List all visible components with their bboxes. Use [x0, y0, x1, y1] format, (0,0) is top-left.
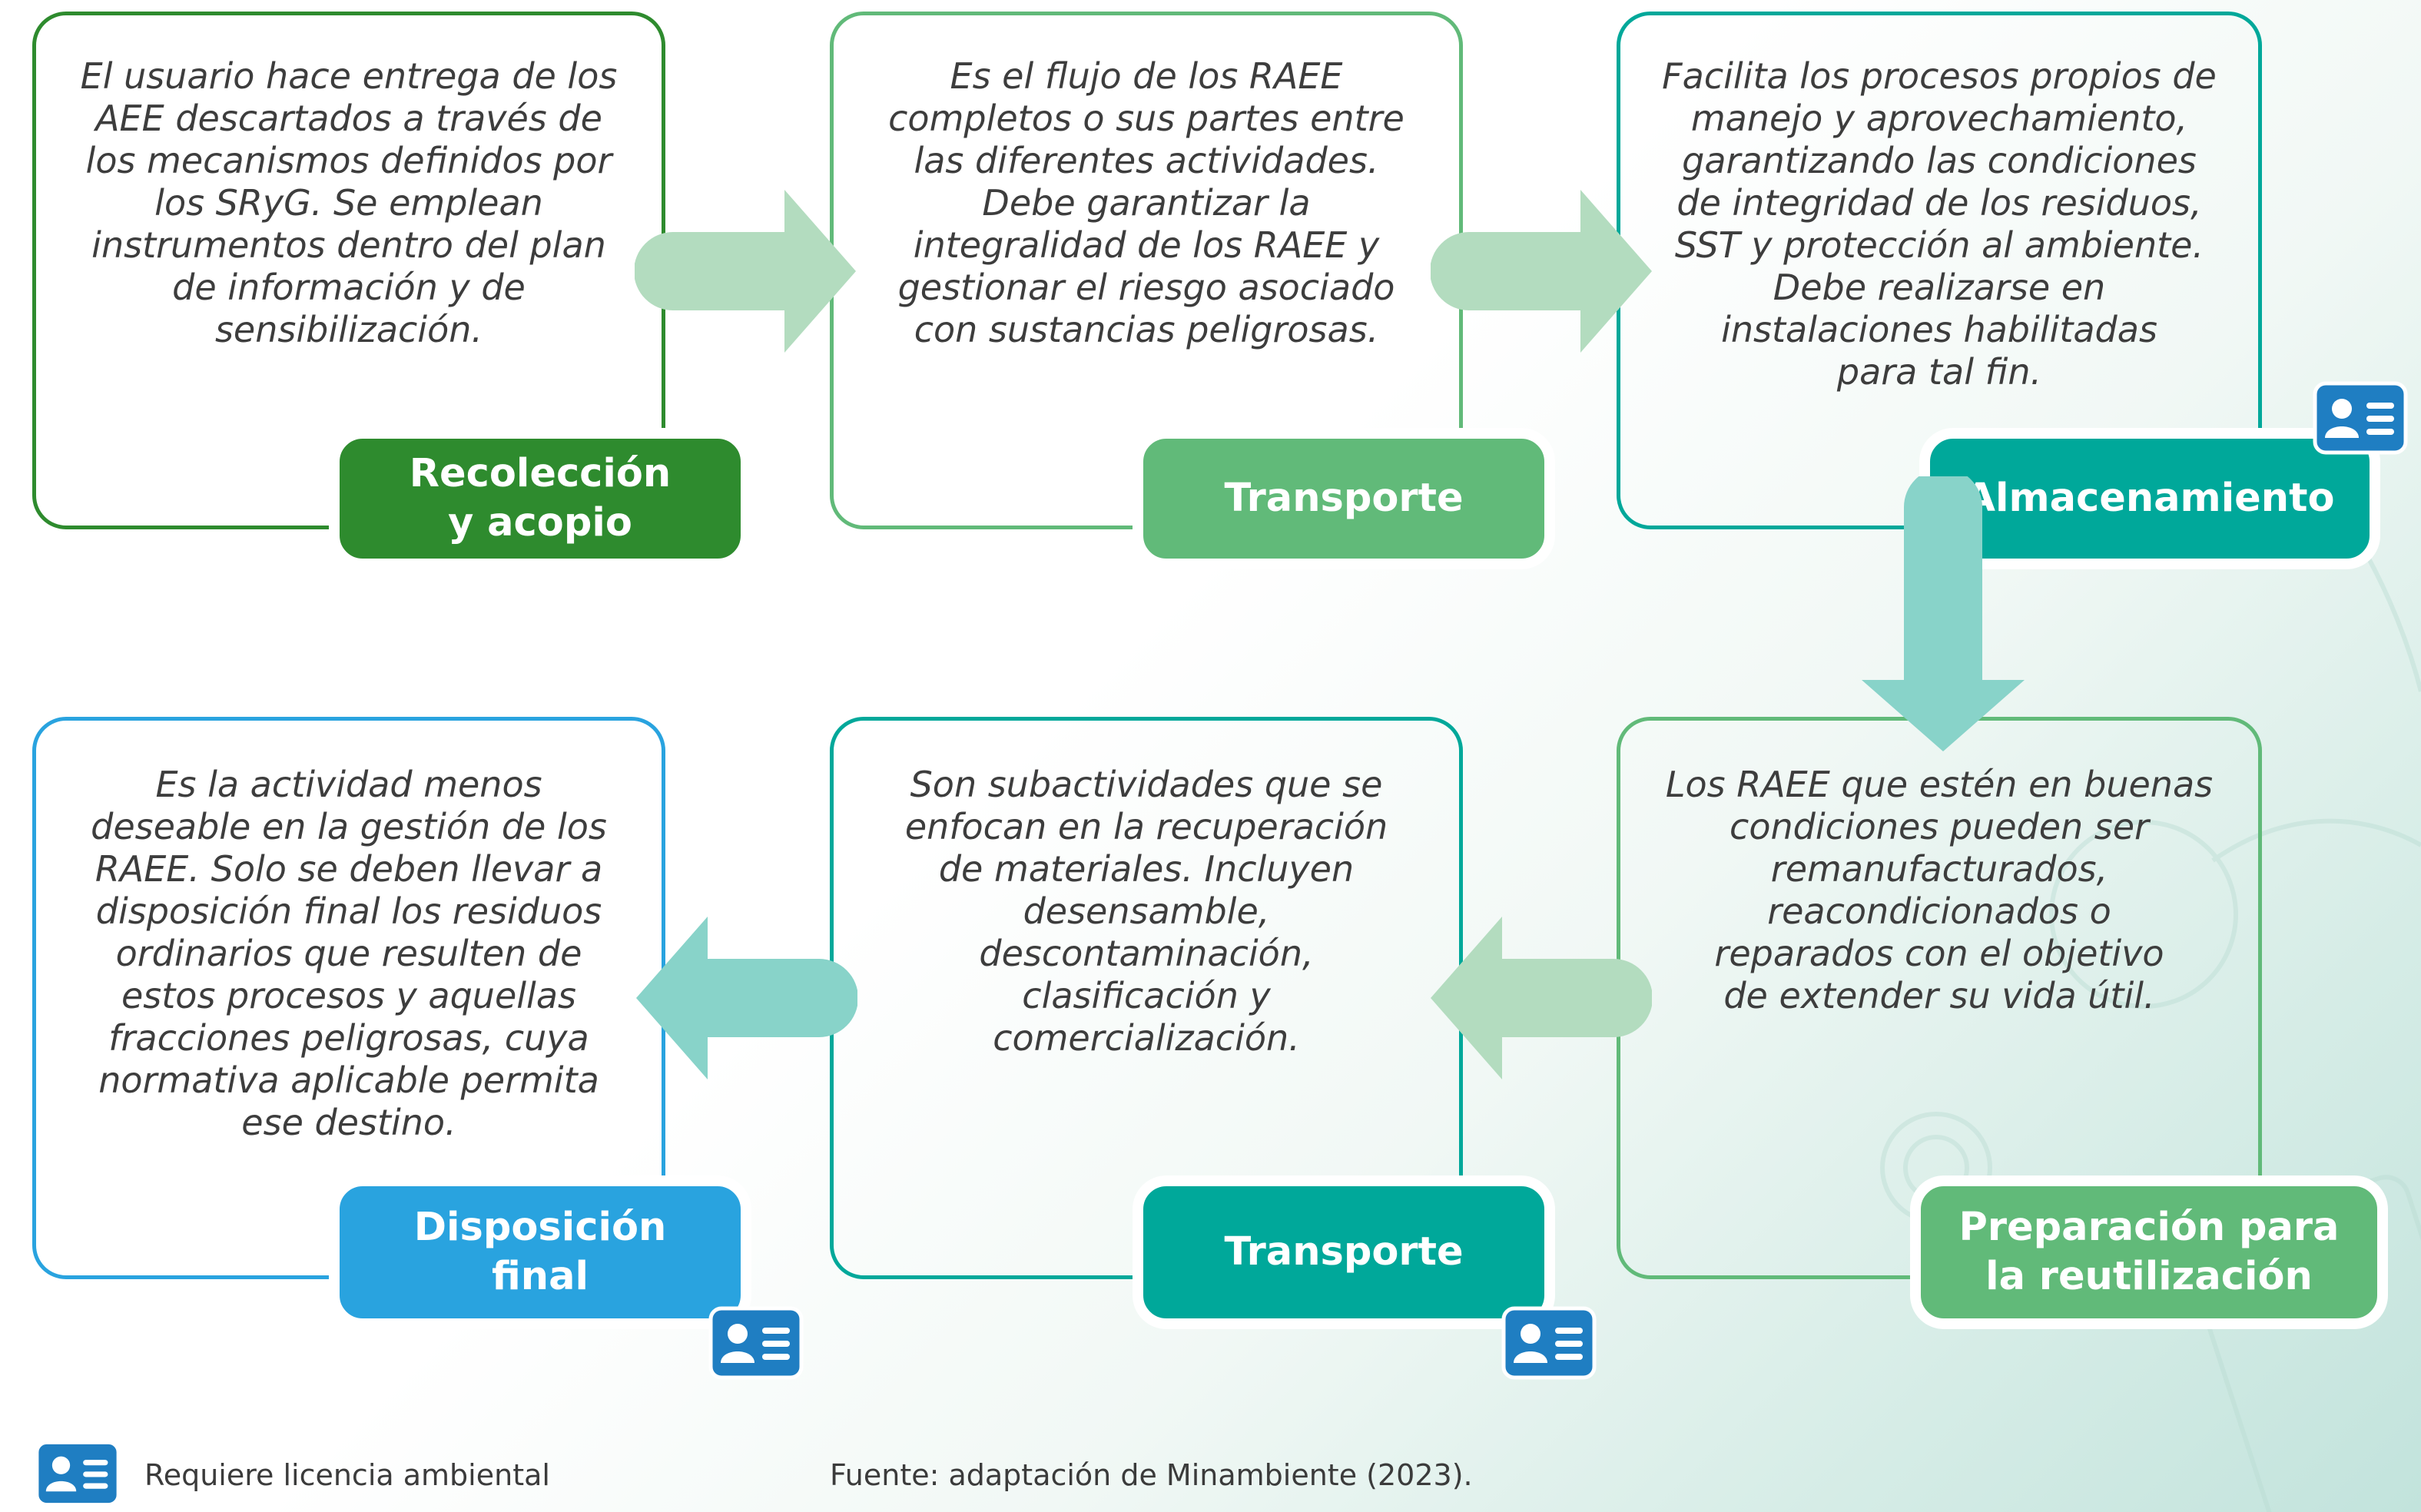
stage-label-transporte-2: Transporte — [1133, 1175, 1555, 1329]
stage-description-almacenamiento: Facilita los procesos propios de manejo … — [1662, 55, 2217, 393]
stage-label-recoleccion: Recolección y acopio — [329, 428, 751, 569]
stage-label-preparacion: Preparación para la reutilización — [1910, 1175, 2388, 1329]
stage-label-almacenamiento: Almacenamiento — [1919, 428, 2380, 569]
stage-description-transporte-2: Son subactividades que se enfocan en la … — [904, 764, 1388, 1059]
license-card-icon — [2313, 381, 2408, 455]
license-card-icon — [708, 1306, 804, 1380]
arrow-right-icon — [635, 190, 856, 353]
stage-description-transporte-1: Es el flujo de los RAEE completos o sus … — [888, 55, 1405, 350]
stage-description-preparacion: Los RAEE que estén en buenas condiciones… — [1665, 764, 2214, 1016]
arrow-down-icon — [1862, 476, 2025, 751]
arrow-right-icon — [1431, 190, 1652, 353]
stage-description-recoleccion: El usuario hace entrega de los AEE desca… — [80, 55, 618, 350]
stage-label-transporte-1: Transporte — [1133, 428, 1555, 569]
source-note: Fuente: adaptación de Minambiente (2023)… — [830, 1458, 1473, 1492]
arrow-left-icon — [1431, 917, 1652, 1079]
license-card-icon — [35, 1441, 121, 1507]
stage-label-disposicion: Disposición final — [329, 1175, 751, 1329]
arrow-left-icon — [636, 917, 857, 1079]
license-card-icon — [1501, 1306, 1597, 1380]
stage-description-disposicion: Es la actividad menos deseable en la ges… — [91, 764, 607, 1143]
legend-text: Requiere licencia ambiental — [144, 1458, 550, 1492]
